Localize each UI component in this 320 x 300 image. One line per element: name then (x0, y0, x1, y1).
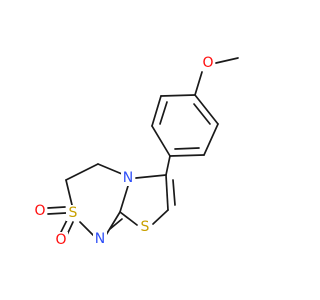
bonds (47, 57, 239, 238)
bond-s-n (79, 221, 95, 237)
atom-label-n-ring: N (123, 170, 133, 186)
bond-aryl-thiazole (165, 155, 171, 176)
bond-benzene-6 (160, 94, 196, 97)
bond-benzene-3 (169, 154, 205, 157)
bond-thiazole-c5-s (152, 209, 169, 225)
atom-label-n-imine: N (95, 231, 105, 247)
bond-thiazole-s-c2 (119, 211, 138, 226)
sulfonyl-oxygen-2: O (54, 232, 68, 248)
bond-thiazole-c4-c5-inner (172, 179, 176, 206)
bond-s-o1-a (47, 206, 66, 209)
atom-label-s-thiazole: S (141, 219, 150, 235)
bond-o-aryl (194, 71, 203, 96)
bond-benzene-1-inner (193, 103, 211, 125)
sulfonyl-oxygen-1: O (33, 203, 47, 219)
bond-s-o2-a (59, 219, 68, 235)
bond-thiazole-c4-n (135, 174, 167, 179)
methoxy-oxygen: O (201, 55, 215, 71)
imine-nitrogen: N (93, 231, 107, 247)
ring-nitrogen: N (121, 170, 135, 186)
bond-s-o1-b (47, 212, 67, 215)
bond-n-ch2 (97, 163, 123, 175)
atom-label-s-sulfonyl: S (69, 205, 78, 221)
molecule-canvas: O N S S N O O (33, 55, 239, 248)
bond-benzene-3-inner (174, 147, 200, 150)
bond-benzene-2 (203, 123, 219, 156)
bond-benzene-5-inner (159, 101, 168, 125)
bond-benzene-5 (151, 95, 162, 127)
sulfonyl-sulfur: S (66, 205, 80, 221)
bond-n-c2 (105, 211, 121, 236)
atom-label-o-methoxy: O (202, 55, 213, 71)
atom-labels: O N S S N O O (33, 55, 215, 248)
bond-benzene-1 (194, 94, 219, 125)
bond-thiazole-n-c2 (119, 185, 129, 213)
bond-n-c2-inner (109, 218, 123, 230)
thiazole-sulfur: S (138, 219, 152, 235)
bond-ch2-s (65, 179, 73, 206)
structure-diagram: O N S S N O O (33, 55, 239, 248)
atom-label-o-sulfonyl-1: O (34, 203, 45, 219)
bond-thiazole-c4-c5 (165, 174, 169, 211)
bond-methyl-o (215, 57, 239, 64)
bond-benzene-4 (151, 125, 171, 157)
atom-label-o-sulfonyl-2: O (55, 232, 66, 248)
bond-ch2-ch2 (65, 163, 99, 181)
